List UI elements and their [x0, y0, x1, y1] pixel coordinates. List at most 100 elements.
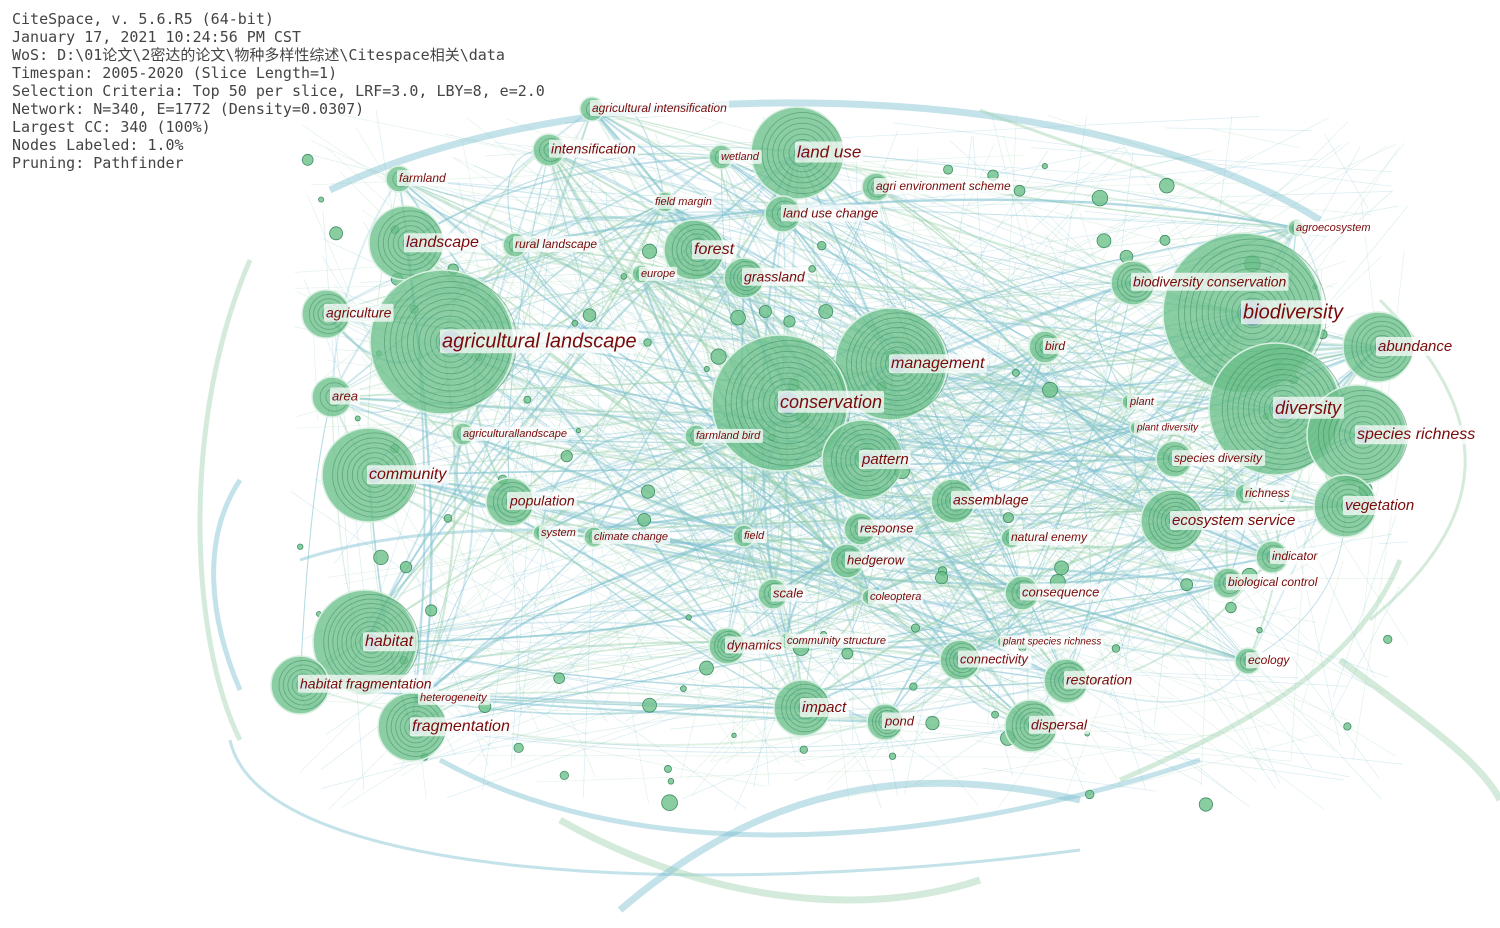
label-background: [1000, 635, 1104, 649]
keyword-label-group: farmland bird: [694, 428, 764, 443]
label-background: [549, 139, 639, 158]
minor-node: [571, 319, 579, 327]
edge: [991, 115, 1147, 741]
edge: [1121, 143, 1190, 246]
label-background: [298, 674, 434, 693]
edge: [753, 199, 865, 788]
keyword-label: agroecosystem: [1296, 222, 1371, 234]
edge: [592, 254, 1171, 348]
edge: [441, 341, 961, 661]
edge: [548, 149, 1276, 410]
keyword-label: field: [744, 530, 765, 542]
edge: [807, 526, 816, 528]
edge: [548, 149, 1012, 539]
keyword-label: ecology: [1248, 653, 1290, 667]
edge: [819, 722, 1279, 802]
minor-node: [910, 623, 920, 633]
minor-node: [943, 164, 954, 175]
keyword-label-group: response: [858, 519, 916, 537]
label-background: [1172, 450, 1266, 467]
edge: [884, 282, 1134, 723]
edge: [772, 593, 1032, 727]
label-background: [742, 267, 808, 286]
label-background: [1270, 548, 1321, 565]
info-network: Network: N=340, E=1772 (Density=0.0307): [12, 100, 365, 118]
info-timespan: Timespan: 2005-2020 (Slice Length=1): [12, 64, 338, 82]
label-background: [507, 491, 577, 510]
keyword-label: conservation: [780, 392, 882, 412]
keyword-label-group: abundance: [1376, 336, 1455, 356]
edge: [548, 149, 803, 709]
minor-node: [1225, 601, 1237, 614]
minor-node: [560, 450, 573, 463]
keyword-label: agriculture: [326, 305, 392, 321]
keyword-label-group: connectivity: [958, 650, 1032, 668]
label-background: [404, 233, 482, 253]
keyword-label-group: community: [367, 465, 450, 485]
minor-node: [443, 514, 453, 523]
edge: [915, 320, 1139, 653]
edge: [295, 292, 1235, 713]
label-background: [653, 194, 714, 209]
edge: [303, 279, 489, 766]
label-background: [539, 525, 578, 540]
keyword-label: landscape: [406, 234, 479, 251]
edge: [913, 363, 1336, 752]
keyword-label-group: habitat fragmentation: [298, 674, 434, 693]
keyword-label: plant species richness: [1002, 637, 1101, 648]
label-background: [1241, 300, 1347, 325]
keyword-label-group: habitat: [363, 632, 416, 652]
edge: [958, 332, 1277, 789]
edge: [875, 186, 1046, 348]
edge: [572, 190, 1393, 219]
keyword-label: area: [332, 388, 358, 403]
keyword-label-group: area: [330, 387, 361, 405]
edge: [890, 363, 1273, 558]
keyword-label: diversity: [1275, 398, 1342, 418]
edge: [548, 149, 774, 595]
edge: [582, 193, 608, 798]
edge: [1328, 586, 1401, 722]
keyword-label: coleoptera: [870, 591, 921, 603]
label-background: [1355, 425, 1478, 445]
edge: [583, 334, 1032, 629]
edge: [326, 456, 1234, 578]
edge: [551, 135, 1372, 216]
edge: [451, 437, 596, 777]
label-background: [882, 712, 917, 730]
edge: [794, 578, 1220, 782]
label-background: [1170, 510, 1298, 530]
edge: [597, 389, 673, 515]
edge: [1086, 151, 1134, 538]
keyword-label-group: land use change: [781, 204, 881, 222]
edge: [875, 186, 1131, 403]
info-nodes-labeled: Nodes Labeled: 1.0%: [12, 136, 184, 154]
label-background: [1243, 485, 1292, 502]
minor-node: [817, 241, 827, 251]
edge: [398, 178, 1138, 429]
keyword-label-group: agriculture: [324, 303, 394, 322]
edge: [682, 593, 1165, 800]
keyword-label-group: indicator: [1270, 548, 1321, 565]
edge: [394, 493, 493, 657]
edge: [382, 176, 930, 273]
edge: [368, 474, 871, 598]
keyword-label: hedgerow: [847, 552, 906, 567]
keyword-label: system: [541, 527, 576, 539]
keyword-label-group: heterogeneity: [418, 690, 491, 705]
keyword-label: plant: [1129, 396, 1155, 408]
keyword-label-group: intensification: [549, 139, 639, 158]
minor-node: [909, 682, 918, 691]
background-arc: [558, 816, 982, 904]
edge: [405, 152, 722, 244]
minor-node: [730, 309, 746, 326]
label-background: [363, 632, 416, 652]
edge: [431, 443, 735, 601]
keyword-label-group: species richness: [1355, 425, 1478, 445]
keyword-label: response: [860, 520, 913, 535]
edge: [411, 725, 1032, 749]
keyword-label-group: land use: [795, 141, 864, 163]
keyword-label-group: pond: [882, 712, 917, 730]
edge: [398, 178, 1046, 348]
edge: [816, 486, 1169, 670]
